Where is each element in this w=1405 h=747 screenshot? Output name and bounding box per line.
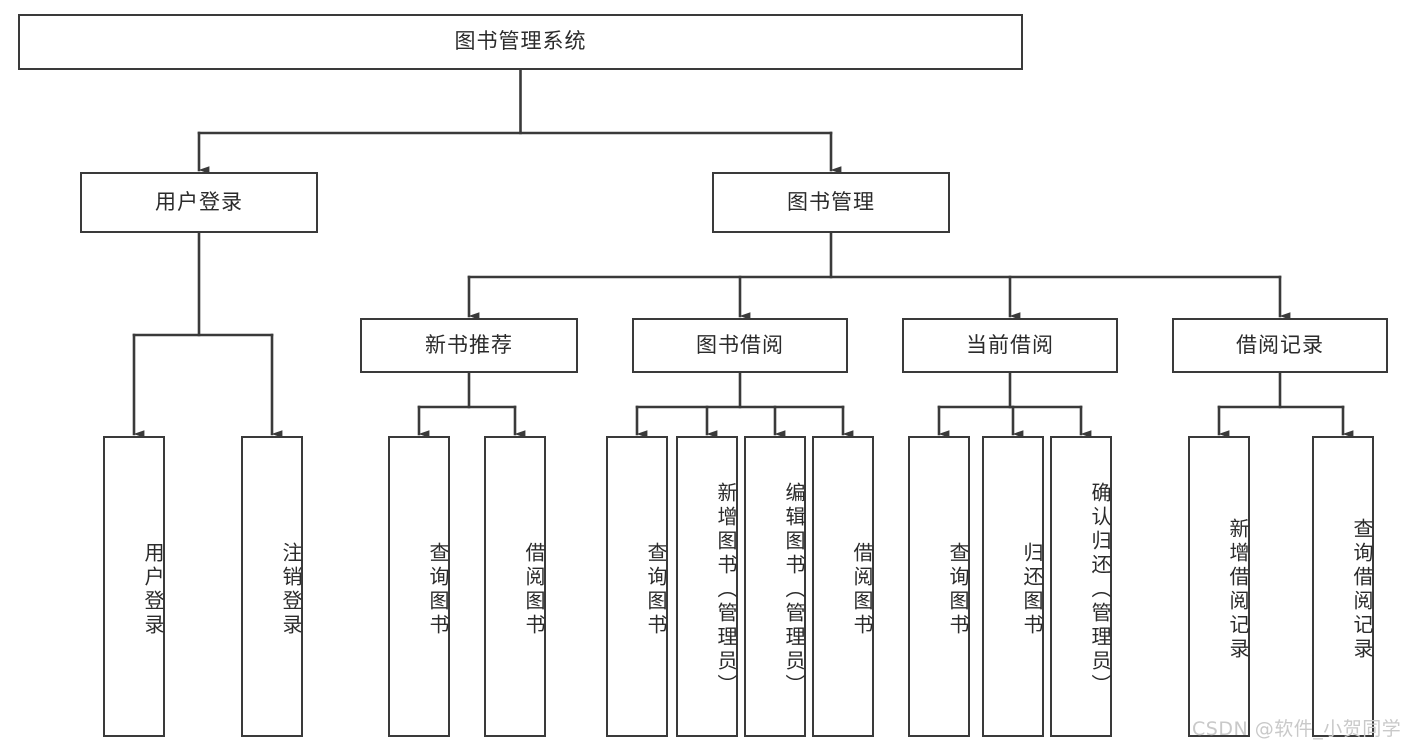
node-current-borrow[interactable]: 当前借阅 [902,318,1118,373]
node-root[interactable]: 图书管理系统 [18,14,1023,70]
node-borrow-record[interactable]: 借阅记录 [1172,318,1388,373]
node-borrow-record-label: 借阅记录 [1236,332,1324,357]
leaf-node[interactable]: 编辑图书（管理员） [744,436,806,737]
leaf-node-label: 确认归还（管理员） [1088,482,1112,698]
node-user-login[interactable]: 用户登录 [80,172,318,233]
leaf-node[interactable]: 用户登录 [103,436,165,737]
node-new-book-recommend-label: 新书推荐 [425,332,513,357]
node-current-borrow-label: 当前借阅 [966,332,1054,357]
node-root-label: 图书管理系统 [454,29,587,54]
leaf-node[interactable]: 新增图书（管理员） [676,436,738,737]
leaf-node-label: 注销登录 [279,542,303,638]
leaf-node[interactable]: 新增借阅记录 [1188,436,1250,737]
leaf-node[interactable]: 注销登录 [241,436,303,737]
leaf-node-label: 借阅图书 [522,542,546,638]
leaf-node-label: 新增借阅记录 [1226,518,1250,662]
leaf-node[interactable]: 查询图书 [606,436,668,737]
leaf-node-label: 查询借阅记录 [1350,518,1374,662]
leaf-node[interactable]: 借阅图书 [812,436,874,737]
leaf-node[interactable]: 查询借阅记录 [1312,436,1374,737]
leaf-node-label: 查询图书 [426,542,450,638]
node-new-book-recommend[interactable]: 新书推荐 [360,318,578,373]
node-user-login-label: 用户登录 [155,189,243,214]
leaf-node-label: 查询图书 [946,542,970,638]
leaf-node-label: 编辑图书（管理员） [782,482,806,698]
node-book-borrow[interactable]: 图书借阅 [632,318,848,373]
leaf-node-label: 用户登录 [141,542,165,638]
leaf-node-label: 新增图书（管理员） [714,482,738,698]
leaf-node[interactable]: 归还图书 [982,436,1044,737]
leaf-node[interactable]: 查询图书 [388,436,450,737]
leaf-node-label: 借阅图书 [850,542,874,638]
leaf-node[interactable]: 查询图书 [908,436,970,737]
node-book-management-label: 图书管理 [787,189,875,214]
node-book-management[interactable]: 图书管理 [712,172,950,233]
leaf-node[interactable]: 确认归还（管理员） [1050,436,1112,737]
leaf-node[interactable]: 借阅图书 [484,436,546,737]
node-book-borrow-label: 图书借阅 [696,332,784,357]
leaf-node-label: 查询图书 [644,542,668,638]
watermark: CSDN @软件_小贺同学 [1192,718,1402,740]
leaf-node-label: 归还图书 [1020,542,1044,638]
